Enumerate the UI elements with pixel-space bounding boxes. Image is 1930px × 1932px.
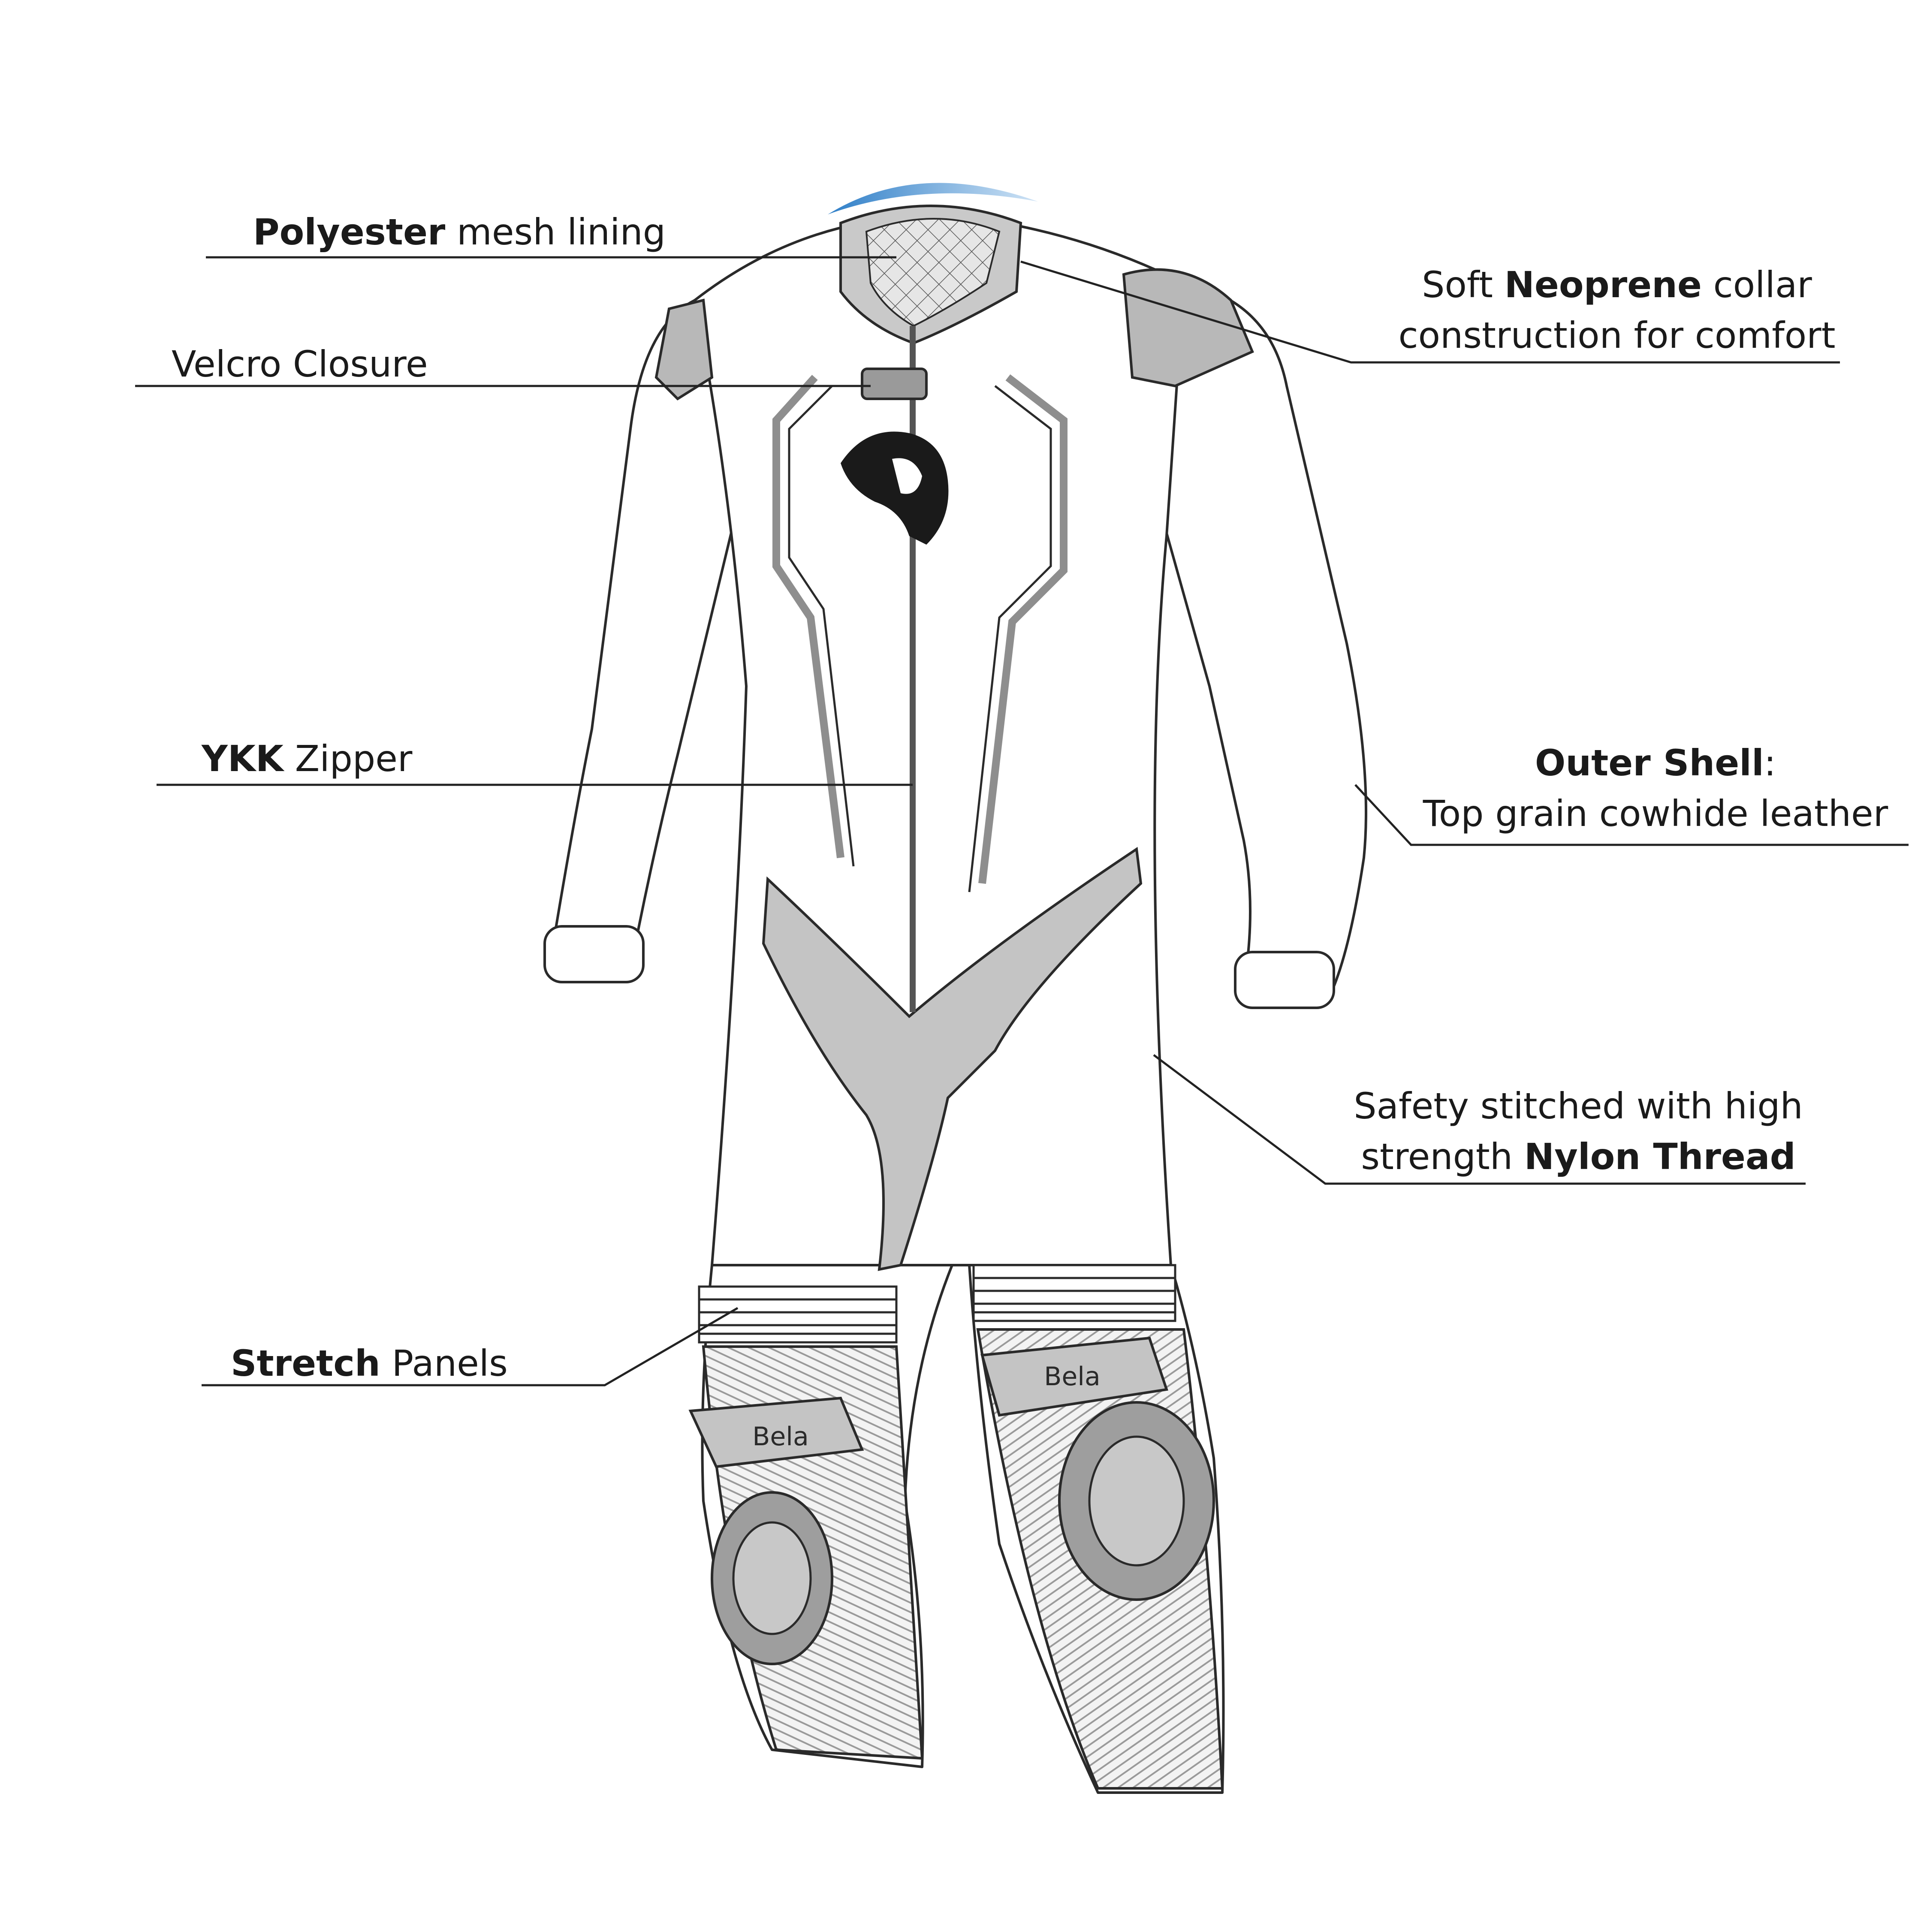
svg-text:Bela: Bela [1044, 1362, 1101, 1392]
leader-outer [1354, 784, 1909, 846]
label-polyester-mesh: Polyester mesh lining [253, 211, 666, 253]
crotch-panel [762, 847, 1143, 1271]
left-stretch-panel [698, 1285, 898, 1344]
right-sleeve [1148, 282, 1367, 988]
label-velcro-closure: Velcro Closure [172, 343, 428, 385]
collar-hump-icon [828, 183, 1038, 214]
label-outer-shell: Outer Shell: Top grain cowhide leather [1423, 742, 1888, 835]
label-neoprene-collar: Soft Neoprene collar construction for co… [1398, 264, 1836, 356]
label-ykk-zipper: YKK Zipper [202, 738, 413, 780]
knee-slider-icon [711, 1491, 833, 1665]
leader-neoprene [1020, 260, 1840, 364]
knee-slider-icon [1058, 1401, 1215, 1601]
label-nylon-thread: Safety stitched with high strength Nylon… [1354, 1085, 1803, 1178]
right-stretch-panel [972, 1264, 1176, 1322]
leader-stretch [202, 1307, 739, 1386]
velcro-tab [861, 368, 928, 400]
label-stretch-panels: Stretch Panels [231, 1342, 508, 1384]
mesh-lining [865, 218, 1001, 327]
svg-text:Bela: Bela [752, 1422, 809, 1452]
bela-badge-icon: Bela [688, 1396, 864, 1468]
bear-logo-icon [841, 431, 949, 545]
right-shoulder-panel [1122, 268, 1254, 388]
left-sleeve [552, 299, 739, 971]
left-shoulder-panel [654, 298, 714, 401]
bela-badge-icon: Bela [980, 1336, 1168, 1417]
leader-nylon [1153, 1054, 1806, 1185]
